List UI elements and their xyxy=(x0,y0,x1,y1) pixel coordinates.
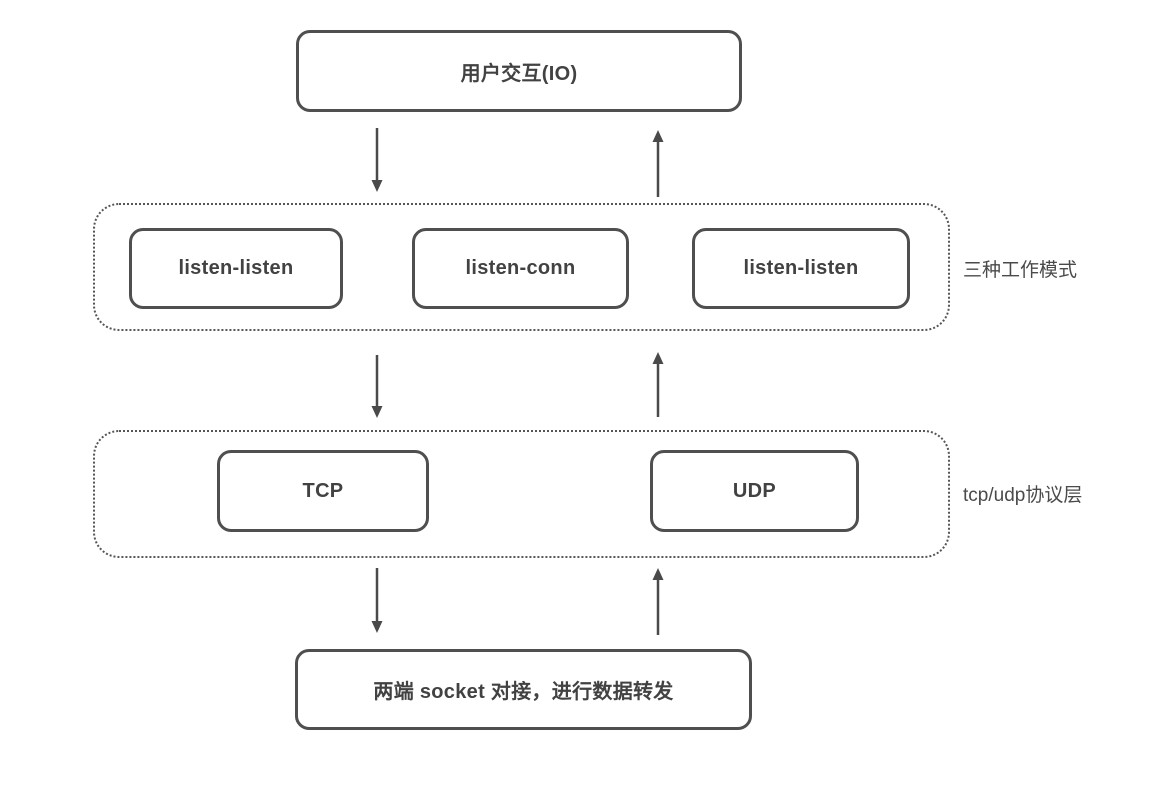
mode-box-listen-listen-2: listen-listen xyxy=(692,228,910,309)
tcp-box: TCP xyxy=(217,450,429,532)
mode-box-listen-conn: listen-conn xyxy=(412,228,629,309)
up-arrow-socket-to-protocol xyxy=(652,568,664,635)
mode-box-label: listen-listen xyxy=(178,257,294,279)
down-arrow-modes-to-protocol xyxy=(371,355,383,418)
down-arrow-protocol-to-socket xyxy=(371,568,383,633)
protocol-group: TCP UDP xyxy=(93,430,950,558)
modes-group: listen-listen listen-conn listen-listen xyxy=(93,203,950,331)
up-arrow-modes-to-io xyxy=(652,130,664,197)
tcp-label: TCP xyxy=(302,479,344,502)
mode-box-label: listen-conn xyxy=(465,257,576,279)
mode-box-listen-listen-1: listen-listen xyxy=(129,228,343,309)
modes-group-label: 三种工作模式 xyxy=(963,260,1078,281)
user-io-box: 用户交互(IO) xyxy=(296,30,742,112)
mode-box-label: listen-listen xyxy=(743,257,859,279)
down-arrow-io-to-modes xyxy=(371,128,383,192)
protocol-group-label: tcp/udp协议层 xyxy=(963,485,1083,506)
udp-label: UDP xyxy=(732,479,777,502)
udp-box: UDP xyxy=(650,450,859,532)
socket-forward-box: 两端 socket 对接，进行数据转发 xyxy=(295,649,752,730)
user-io-label: 用户交互(IO) xyxy=(460,62,578,85)
up-arrow-protocol-to-modes xyxy=(652,352,664,417)
socket-forward-label: 两端 socket 对接，进行数据转发 xyxy=(373,681,674,703)
